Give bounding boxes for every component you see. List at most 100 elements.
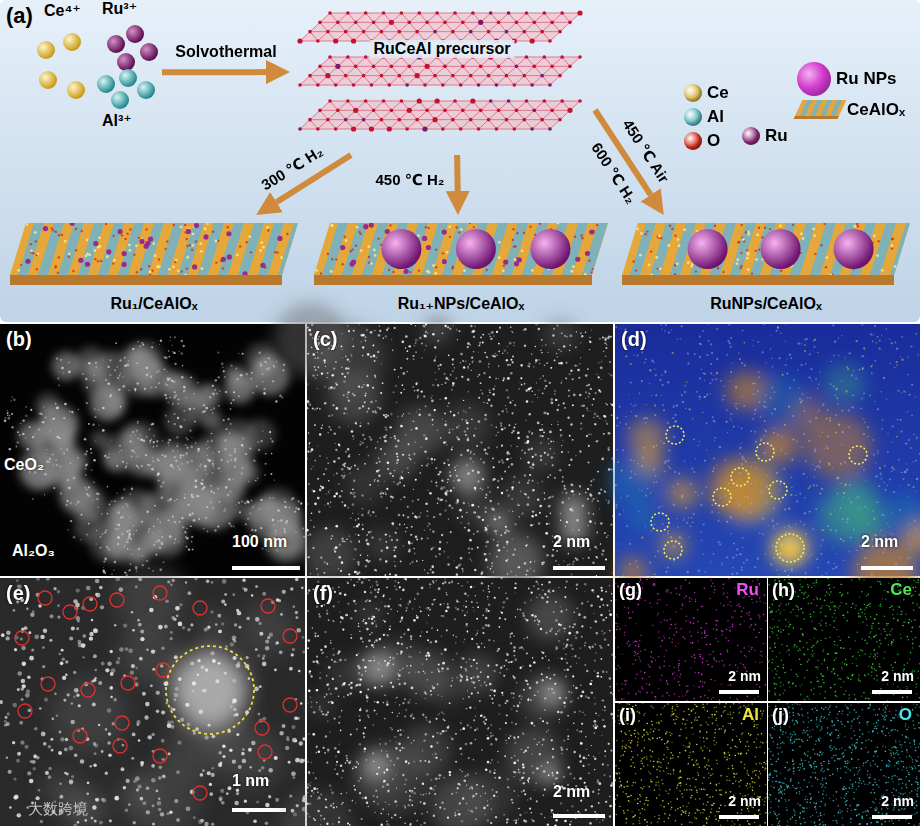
atom-dot — [480, 458, 482, 460]
contrast-blob — [344, 463, 386, 505]
atom-dot — [589, 520, 592, 523]
lattice-atom — [364, 11, 368, 15]
lattice-atom — [558, 118, 562, 122]
speckle — [205, 407, 208, 410]
lattice-bond — [399, 76, 407, 85]
lattice-bond — [338, 110, 346, 119]
speckle — [63, 417, 65, 419]
lattice-bond — [499, 66, 507, 75]
cluster-blob — [182, 490, 220, 528]
lattice-atom — [435, 11, 439, 15]
lattice-bond — [532, 101, 562, 129]
support-stripe — [282, 223, 308, 275]
cerium-dot — [748, 233, 751, 236]
speckle — [212, 472, 213, 473]
oxygen-dot — [739, 267, 741, 269]
lattice-atom — [477, 127, 481, 131]
speckle — [130, 563, 132, 565]
oxygen-dot — [857, 225, 859, 227]
lattice-atom — [525, 55, 529, 59]
lattice-layer — [297, 10, 582, 43]
speckle — [141, 555, 143, 557]
atom-dot — [306, 529, 309, 532]
oxygen-dot — [891, 247, 893, 249]
speckle — [55, 459, 56, 460]
oxygen-dot — [166, 240, 168, 242]
lattice-atom — [532, 109, 536, 113]
speckle — [49, 461, 51, 463]
lattice-atom — [362, 118, 366, 122]
speckle — [152, 423, 155, 426]
cerium-dot — [200, 250, 203, 253]
atom-dot — [456, 465, 457, 466]
atom-dot — [608, 468, 610, 470]
speckle — [122, 376, 123, 377]
speckle — [210, 409, 212, 411]
oxygen-dot — [342, 263, 344, 265]
speckle — [11, 426, 14, 429]
speckle — [230, 459, 232, 461]
oxygen-dot — [740, 252, 742, 254]
support-stripe — [322, 223, 348, 275]
speckle — [224, 376, 226, 378]
lattice-bond — [552, 110, 560, 119]
speckle — [169, 397, 171, 399]
atom-dot — [575, 557, 577, 559]
speckle — [63, 452, 65, 454]
atom-dot — [368, 407, 370, 409]
atom-dot — [349, 574, 351, 576]
cerium-dot — [199, 242, 202, 245]
oxygen-dot — [891, 238, 893, 240]
speckle — [249, 447, 251, 449]
lattice-bond — [445, 66, 453, 75]
speckle — [149, 429, 151, 431]
lattice-bond — [542, 32, 550, 41]
lattice-atom — [298, 127, 302, 131]
cluster-blob — [89, 524, 128, 563]
speckle — [106, 457, 108, 459]
cluster-blob — [143, 451, 170, 478]
atom-dot — [357, 468, 359, 470]
speckle — [185, 397, 186, 398]
speckle — [253, 460, 255, 462]
oxygen-dot — [350, 250, 352, 252]
lattice-sheet — [300, 101, 580, 129]
speckle — [107, 486, 109, 488]
speckle — [184, 494, 185, 495]
speckle — [138, 466, 140, 468]
lattice-atom — [344, 74, 348, 78]
speckle — [172, 450, 174, 452]
lattice-atom — [530, 83, 534, 87]
ru-nanoparticle — [381, 229, 421, 269]
speckle — [202, 411, 205, 414]
oxygen-dot — [856, 223, 858, 225]
atom-dot — [535, 362, 536, 363]
speckle — [75, 503, 76, 504]
lattice-atom — [344, 30, 348, 34]
speckle — [142, 342, 144, 344]
oxygen-dot — [764, 227, 766, 229]
atom-dot — [413, 453, 416, 456]
speckle — [237, 378, 239, 380]
lattice-atom — [507, 11, 511, 15]
lattice-bond — [514, 57, 544, 85]
atom-dot — [512, 430, 515, 433]
lattice-atom — [568, 21, 572, 25]
atom-dot — [468, 391, 470, 393]
speckle — [109, 374, 111, 376]
lattice-atom — [362, 30, 366, 34]
atom-dot — [579, 394, 582, 397]
atom-dot — [466, 422, 469, 425]
lattice-atom — [325, 73, 330, 78]
atom-dot — [463, 400, 464, 401]
speckle — [190, 377, 192, 379]
lattice-atom — [522, 30, 526, 34]
lattice-atom — [497, 65, 501, 69]
lattice-bond — [524, 76, 532, 85]
speckle — [258, 449, 260, 451]
cerium-dot — [149, 270, 152, 273]
speckle — [203, 528, 204, 529]
support-stripe — [78, 223, 104, 275]
atom-dot — [353, 438, 355, 440]
lattice-atom — [550, 21, 554, 25]
